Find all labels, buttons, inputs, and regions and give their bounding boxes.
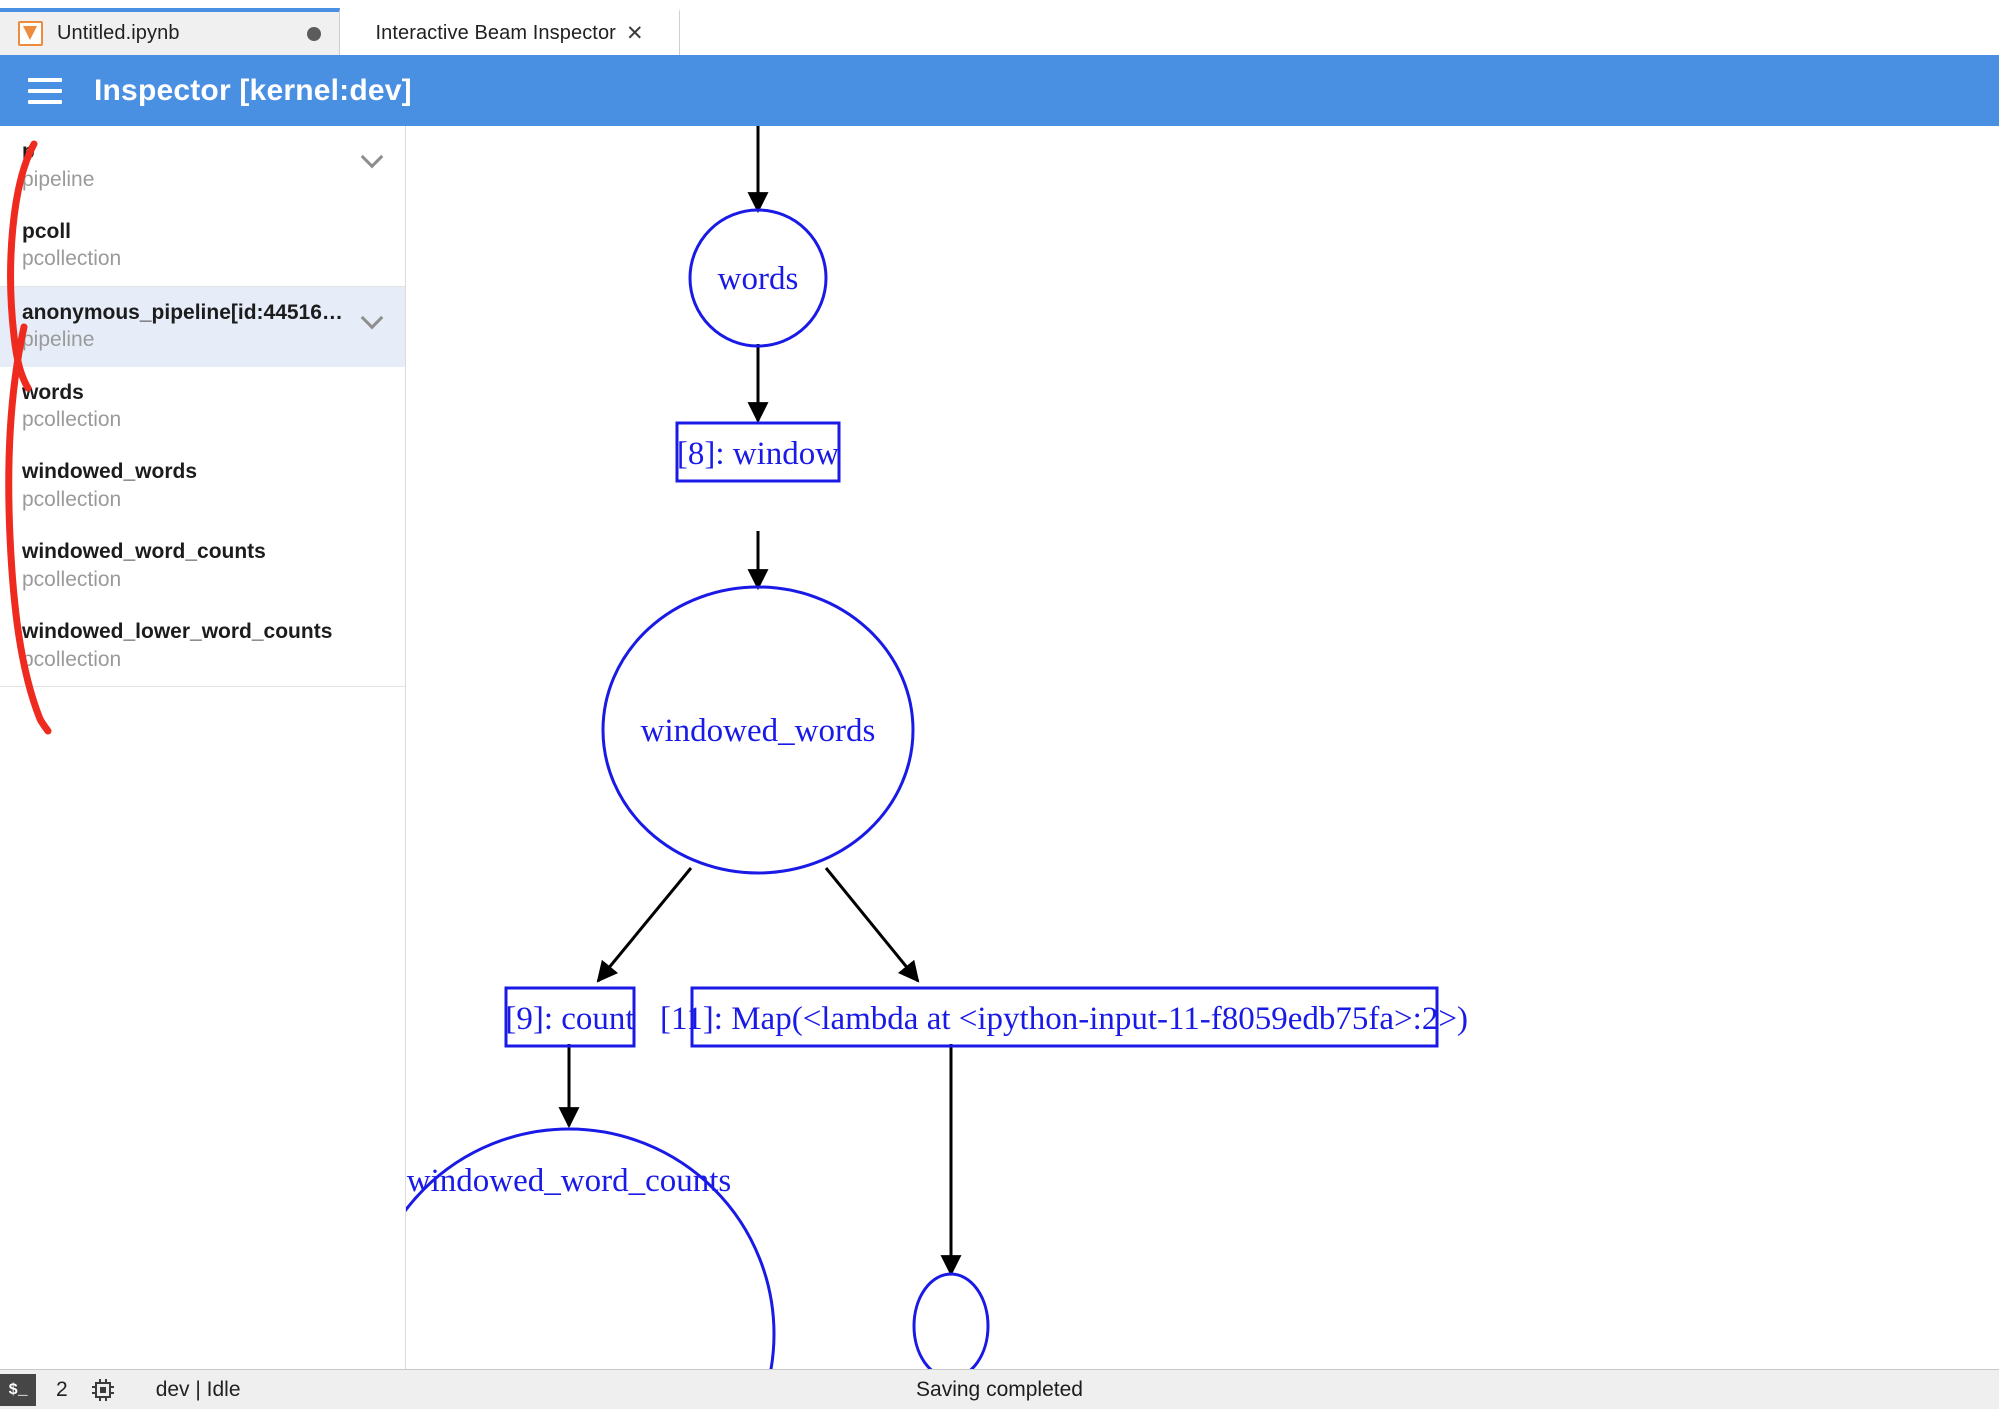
cpu-icon-svg [91, 1378, 114, 1401]
sidebar-item-p[interactable]: p pipeline [0, 126, 405, 206]
graph-node-windowed-word-counts[interactable] [406, 1127, 776, 1369]
chevron-down-icon[interactable] [361, 306, 385, 330]
inspector-header: Inspector [kernel:dev] [0, 55, 1999, 126]
sidebar-item-windowed-lower-word-counts[interactable]: windowed_lower_word_counts pcollection [0, 606, 405, 686]
tab-untitled-ipynb[interactable]: Untitled.ipynb [0, 8, 340, 55]
status-bar: $_ 2 dev | Idle Saving completed [0, 1369, 1999, 1409]
graph-edges [558, 126, 962, 1277]
sidebar-item-subtitle: pcollection [22, 247, 122, 271]
tab-bar-empty-space [680, 8, 1999, 55]
graph-node-words[interactable] [688, 208, 828, 348]
inspector-sidebar[interactable]: p pipeline pcoll pcollection anonymous_p… [0, 126, 406, 1369]
edge-windowed-words-to-map [824, 867, 920, 983]
sidebar-item-title: windowed_word_counts [22, 540, 266, 564]
graph-node-windowed-words[interactable] [601, 585, 915, 875]
inspector-body: p pipeline pcoll pcollection anonymous_p… [0, 126, 1999, 1369]
sidebar-item-subtitle: pcollection [22, 567, 122, 591]
sidebar-group-anonymous-pipeline: anonymous_pipeline[id:44516… pipeline wo… [0, 285, 405, 686]
pipeline-graph-canvas[interactable]: words [8]: window windowed_words [9]: co… [406, 126, 1999, 1369]
sidebar-item-subtitle: pcollection [22, 647, 122, 671]
tab-interactive-beam-inspector[interactable]: Interactive Beam Inspector ✕ [340, 8, 680, 55]
sidebar-item-subtitle: pcollection [22, 488, 122, 512]
sidebar-item-anonymous-pipeline[interactable]: anonymous_pipeline[id:44516… pipeline [0, 286, 405, 367]
sidebar-item-windowed-word-counts[interactable]: windowed_word_counts pcollection [0, 526, 405, 606]
pipeline-graph-svg: words [8]: window windowed_words [9]: co… [406, 126, 1468, 1369]
sidebar-item-title: anonymous_pipeline[id:44516… [22, 300, 343, 324]
sidebar-item-title: windowed_words [22, 460, 198, 484]
sidebar-item-title: p [22, 140, 35, 163]
page-title: Inspector [kernel:dev] [94, 73, 412, 107]
sidebar-group-default-pipeline: p pipeline pcoll pcollection [0, 126, 405, 286]
chevron-down-icon[interactable] [361, 145, 385, 169]
tab-label: Untitled.ipynb [57, 22, 180, 44]
kernel-status[interactable]: dev | Idle [155, 1377, 241, 1401]
terminal-count: 2 [56, 1377, 68, 1401]
graph-nodes [406, 208, 1439, 1369]
tab-label: Interactive Beam Inspector [375, 22, 616, 44]
sidebar-item-title: windowed_lower_word_counts [22, 620, 333, 644]
sidebar-item-subtitle: pipeline [22, 328, 95, 352]
hamburger-icon[interactable] [28, 77, 62, 104]
edge-windowed-words-to-count [596, 867, 693, 983]
graph-node-map[interactable] [690, 986, 1439, 1048]
graph-label-count: [9]: count [505, 1001, 634, 1037]
sidebar-item-title: words [22, 380, 84, 404]
notebook-icon [18, 21, 43, 46]
graph-label-window: [8]: window [677, 436, 839, 472]
sidebar-item-title: pcoll [22, 219, 72, 243]
graph-label-windowed-words: windowed_words [641, 713, 876, 749]
graph-node-count[interactable] [504, 986, 636, 1048]
cpu-icon[interactable] [90, 1377, 116, 1403]
graph-node-window[interactable] [675, 421, 841, 483]
status-message: Saving completed [916, 1377, 1083, 1401]
sidebar-item-windowed-words[interactable]: windowed_words pcollection [0, 446, 405, 526]
unsaved-indicator-dot[interactable] [307, 26, 321, 41]
sidebar-item-words[interactable]: words pcollection [0, 367, 405, 447]
tab-bar: Untitled.ipynb Interactive Beam Inspecto… [0, 0, 1999, 55]
sidebar-empty-area [0, 686, 405, 936]
graph-label-map: [11]: Map(<lambda at <ipython-input-11-f… [660, 1001, 1468, 1037]
sidebar-item-pcoll[interactable]: pcoll pcollection [0, 206, 405, 286]
graph-node-unnamed[interactable] [912, 1272, 990, 1369]
graph-node-labels: words [8]: window windowed_words [9]: co… [407, 261, 1468, 1199]
terminal-icon[interactable]: $_ [0, 1373, 36, 1406]
sidebar-item-subtitle: pcollection [22, 408, 122, 432]
close-icon[interactable]: ✕ [625, 22, 644, 45]
graph-label-words: words [718, 261, 799, 297]
graph-label-windowed-word-counts: windowed_word_counts [407, 1163, 731, 1199]
sidebar-item-subtitle: pipeline [22, 167, 95, 191]
